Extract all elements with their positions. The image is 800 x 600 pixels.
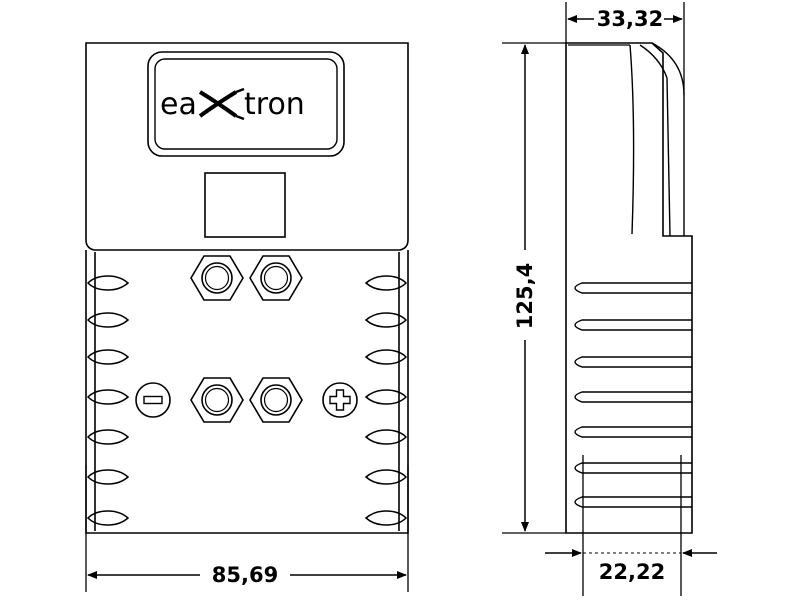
side-grip-rib [574, 391, 692, 403]
left-grip-rib [86, 349, 130, 365]
side-grip-rib [574, 496, 692, 508]
hex-terminal-top-right [249, 255, 303, 301]
logo-plate: ea tron [147, 51, 345, 157]
height-dimension-label: 125,4 [513, 263, 537, 329]
left-grip-rib [86, 312, 130, 328]
hex-terminal-top-left [190, 255, 244, 301]
depth-dimension: 33,32 [565, 2, 685, 95]
right-grip-rib [364, 510, 408, 526]
base-dimension: 22,22 [545, 455, 717, 596]
side-view: 125,4 33,32 22,22 [502, 2, 717, 596]
left-grip-rib [86, 469, 130, 485]
left-grip-rib [86, 510, 130, 526]
front-upper-housing [85, 42, 409, 251]
side-outline [565, 42, 693, 534]
logo-x-mark-icon [198, 87, 245, 121]
front-lower-body [85, 250, 409, 534]
front-view: ea tron [85, 42, 409, 592]
width-dimension: 85,69 [85, 465, 409, 592]
hex-terminal-bottom-right [249, 377, 303, 423]
side-latch [629, 42, 685, 237]
height-dimension: 125,4 [502, 42, 566, 534]
right-grip-rib [364, 469, 408, 485]
right-grip-rib [364, 312, 408, 328]
right-grip-rib [364, 389, 408, 405]
side-grip-rib [574, 282, 692, 294]
logo-text-right: tron [244, 87, 305, 122]
side-grip-rib [574, 462, 692, 474]
right-grip-rib [364, 349, 408, 365]
side-grip-ribs [574, 282, 692, 508]
negative-terminal-icon [135, 382, 171, 418]
base-dimension-label: 22,22 [599, 560, 665, 584]
width-dimension-label: 85,69 [212, 563, 278, 587]
depth-dimension-label: 33,32 [597, 7, 663, 31]
side-grip-rib [574, 319, 692, 331]
side-grip-rib [574, 426, 692, 438]
right-grip-ribs [364, 275, 408, 526]
side-grip-rib [574, 356, 692, 368]
left-grip-rib [86, 275, 130, 291]
left-grip-rib [86, 429, 130, 445]
right-grip-rib [364, 275, 408, 291]
right-grip-rib [364, 429, 408, 445]
left-grip-rib [86, 389, 130, 405]
center-window [204, 172, 286, 238]
positive-terminal-icon [322, 382, 358, 418]
left-grip-ribs [86, 275, 130, 526]
logo-text-left: ea [160, 87, 197, 122]
hex-terminal-bottom-left [190, 377, 244, 423]
